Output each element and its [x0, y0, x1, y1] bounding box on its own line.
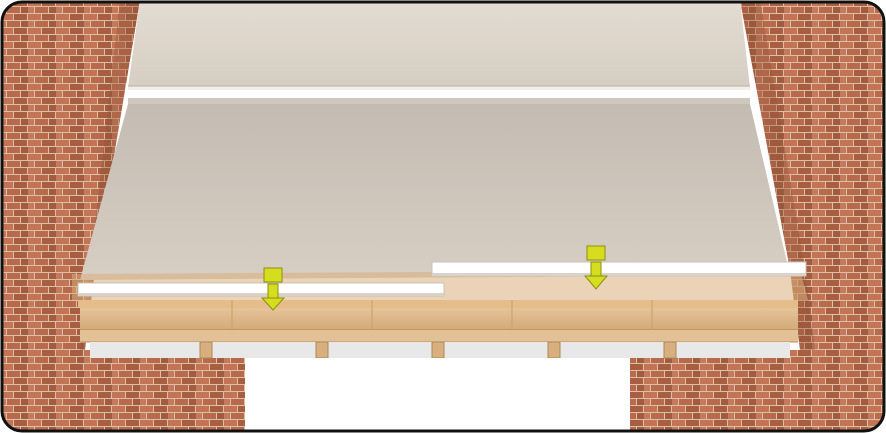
far-board: [128, 0, 750, 88]
joist-beam: [80, 308, 798, 330]
left-batten: [78, 283, 444, 296]
floor-board-surface: [80, 104, 790, 280]
right-batten: [432, 262, 806, 276]
